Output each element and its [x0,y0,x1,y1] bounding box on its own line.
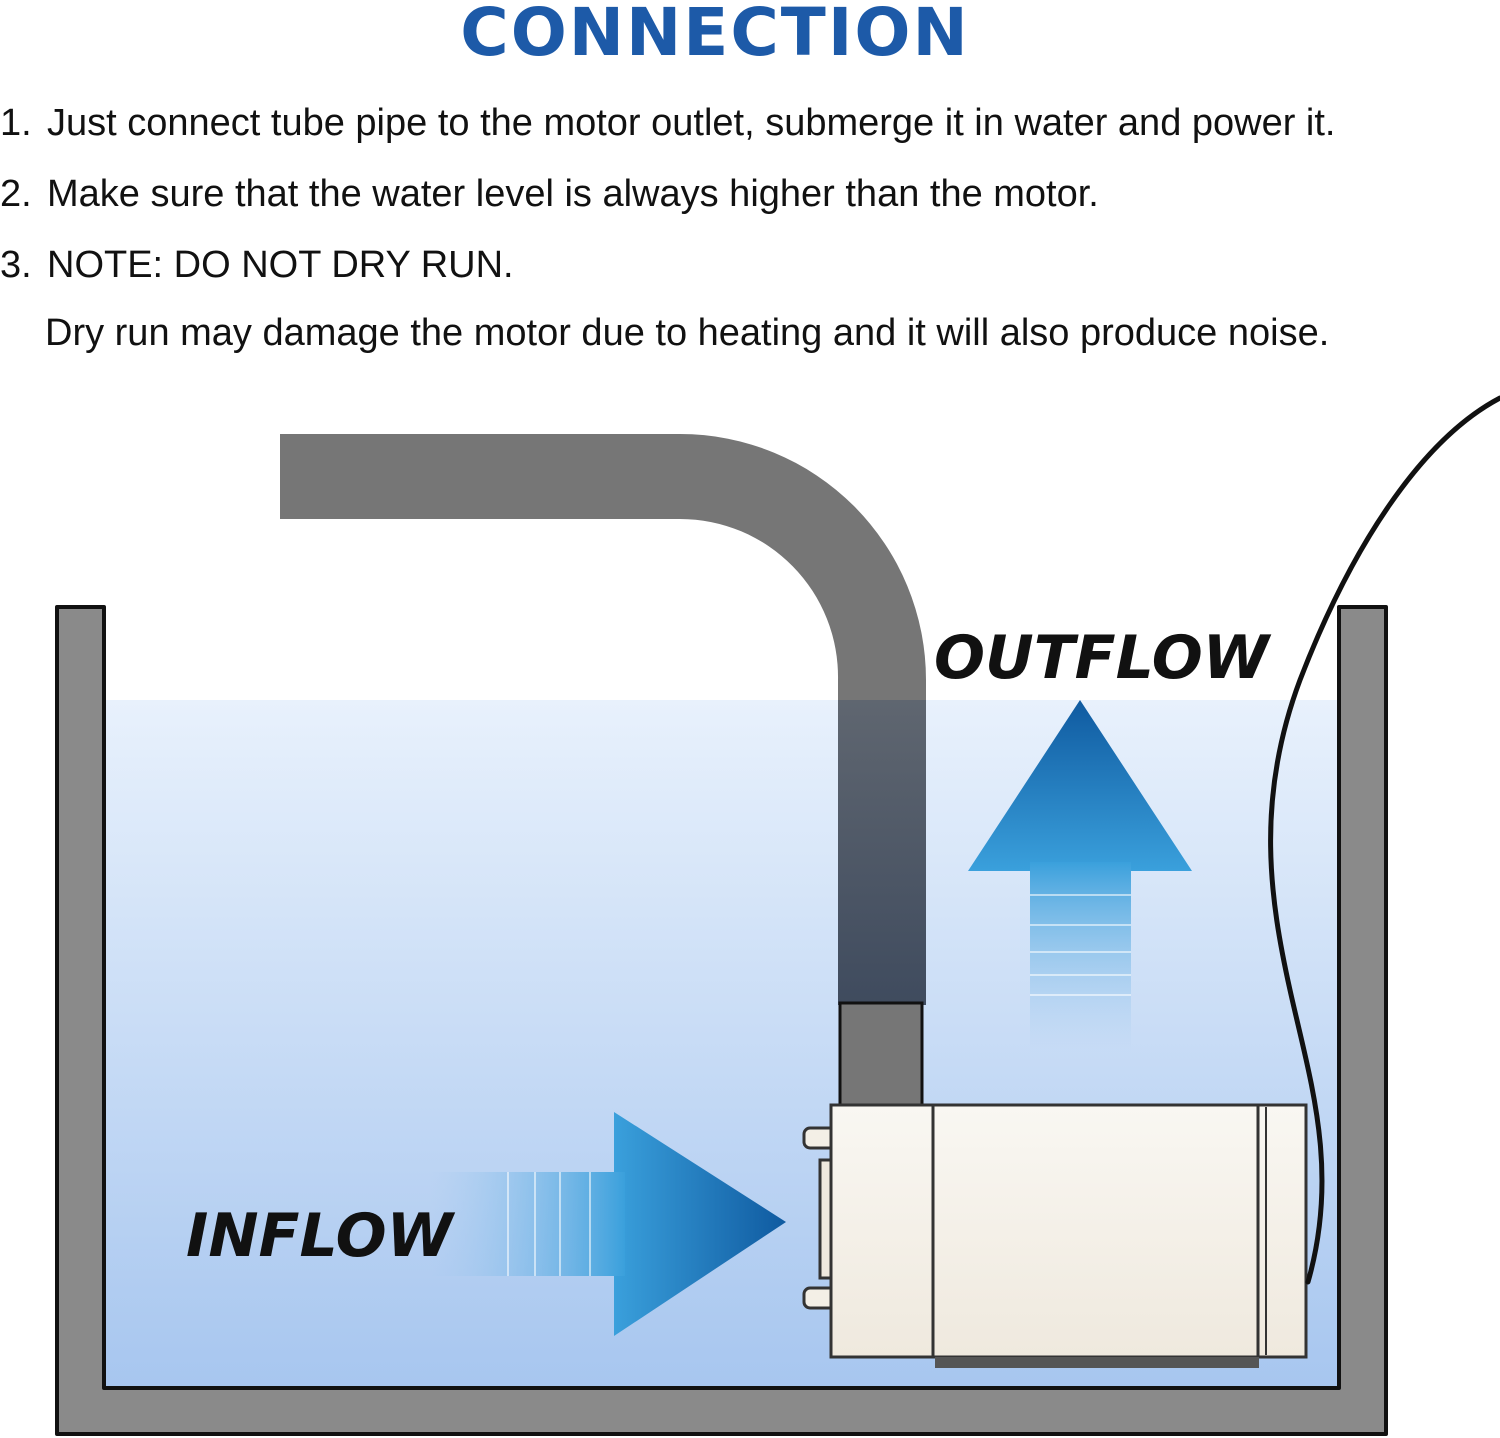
inflow-label: INFLOW [186,1201,456,1271]
instruction-step-3: 3. NOTE: DO NOT DRY RUN. [0,240,1336,311]
motor-outlet [838,1001,924,1107]
pump-motor [802,1103,1308,1368]
step-text: Just connect tube pipe to the motor outl… [47,102,1336,144]
tube-pipe [280,434,926,1107]
power-cord [1268,395,1500,1285]
step-number: 2. [0,173,32,215]
instruction-list: 1. Just connect tube pipe to the motor ou… [0,98,1336,311]
step-text: Make sure that the water level is always… [47,173,1099,215]
note-detail: Dry run may damage the motor due to heat… [45,312,1330,354]
step-number: 3. [0,244,32,286]
outflow-arrow [968,700,1192,1052]
outflow-label: OUTFLOW [934,623,1272,693]
tank [55,605,1388,1436]
step-text: NOTE: DO NOT DRY RUN. [47,244,514,286]
instruction-step-1: 1. Just connect tube pipe to the motor ou… [0,98,1336,169]
page-title: CONNECTION [460,0,970,71]
step-number: 1. [0,102,32,144]
inflow-arrow [430,1112,786,1336]
instruction-step-2: 2. Make sure that the water level is alwa… [0,169,1336,240]
